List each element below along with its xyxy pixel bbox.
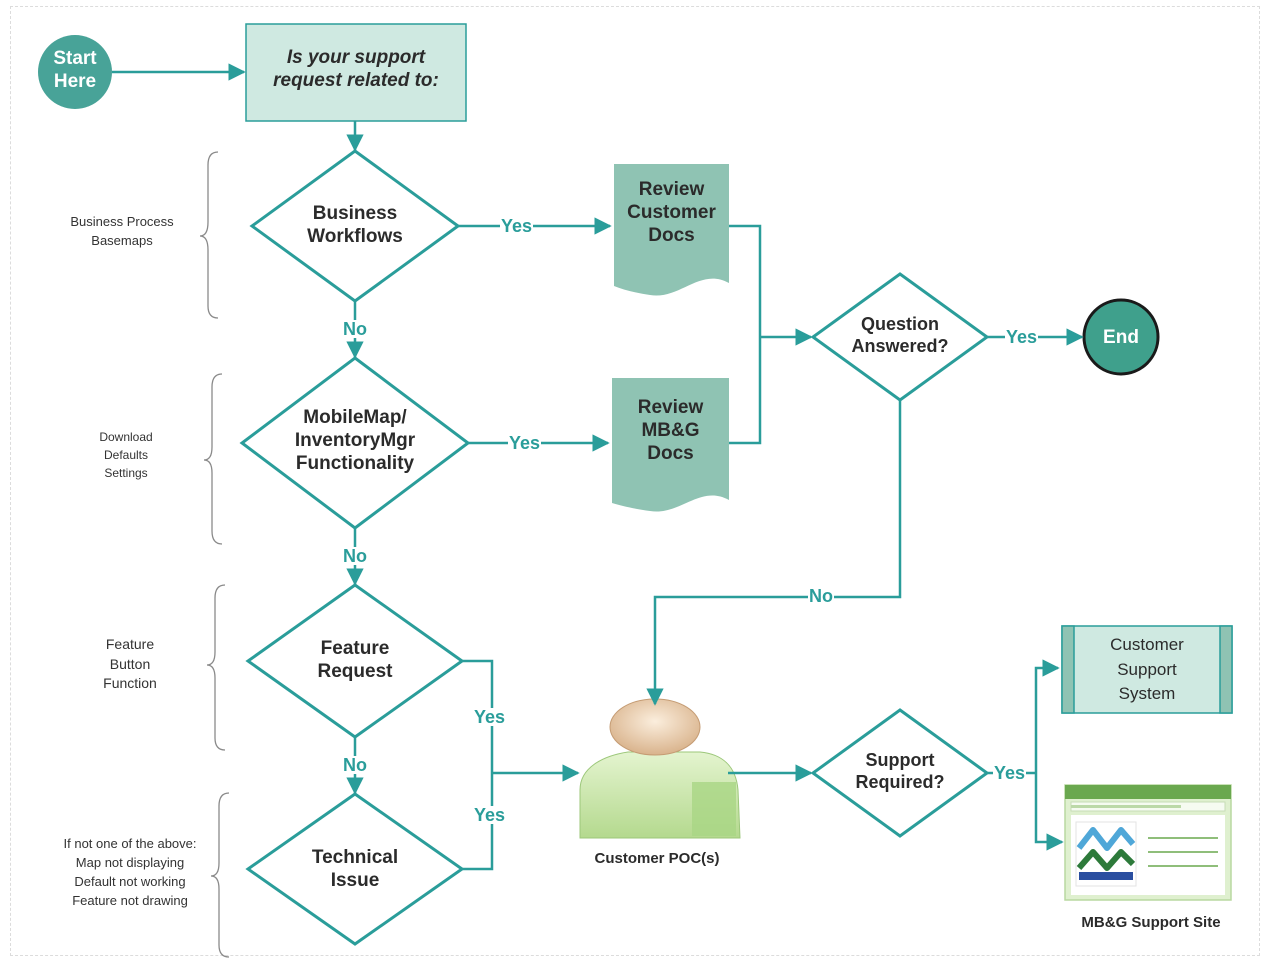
support-site-label: MB&G Support Site (1081, 914, 1221, 931)
review-mbg-docs-label: Review MB&G Docs (612, 396, 729, 466)
technical-issue-label: Technical Issue (285, 846, 425, 892)
decision-support-required (810, 708, 990, 838)
start-label: Start Here (38, 47, 112, 93)
mobile-line3: Functionality (295, 453, 415, 475)
side-business-line2: Basemaps (91, 232, 153, 248)
side-label-technical: If not one of the above: Map not display… (40, 835, 220, 910)
review-customer-docs-label: Review Customer Docs (614, 178, 729, 248)
mobilemap-label: MobileMap/ InventoryMgr Functionality (265, 406, 445, 476)
doc-review-mbg (612, 378, 729, 512)
edge-feature-technical-yes (462, 659, 494, 871)
edge-support-site (1034, 773, 1064, 851)
end-node (1082, 298, 1160, 376)
customer-poc-person-icon (579, 698, 741, 839)
side-label-business: Business Process Basemaps (52, 213, 192, 251)
doc-customer-line2: Customer (627, 202, 716, 224)
question-box (245, 23, 467, 122)
mobile-line2: InventoryMgr (294, 430, 416, 452)
start-label-line2: Here (53, 71, 97, 93)
edge-support-system (1034, 659, 1060, 773)
side-mobile-line1: Download (99, 430, 153, 444)
edge-label-answered-no: No (808, 586, 834, 606)
side-mobile-line3: Settings (104, 466, 148, 480)
edge-docs-merge (729, 224, 762, 445)
side-technical-line4: Feature not drawing (72, 892, 188, 908)
edge-label-feature-yes: Yes (473, 707, 507, 727)
edge-label-business-yes: Yes (500, 216, 534, 236)
customer-support-system-box (1061, 625, 1233, 714)
edge-label-mobile-yes: Yes (508, 433, 542, 453)
start-label-line1: Start (53, 48, 97, 69)
doc-mbg-line2: MB&G (641, 420, 700, 442)
brace-technical (210, 792, 230, 958)
side-label-feature: Feature Button Function (70, 635, 190, 694)
start-node (38, 35, 112, 109)
support-site-window-icon (1064, 784, 1232, 901)
customer-support-system-label: Customer Support System (1074, 633, 1220, 707)
edge-label-support-yes: Yes (993, 763, 1027, 783)
doc-customer-line3: Docs (648, 225, 695, 247)
support-required-label: Support Required? (830, 750, 970, 794)
doc-review-customer (614, 164, 729, 296)
customer-poc-label: Customer POC(s) (594, 850, 720, 867)
support-system-line1: Customer (1110, 635, 1184, 654)
side-technical-line1: If not one of the above: (63, 836, 197, 851)
doc-mbg-line3: Docs (647, 443, 694, 465)
question-line1: Is your support (286, 47, 426, 68)
question-line2: request related to: (273, 70, 439, 92)
side-technical-line2: Map not displaying (75, 854, 185, 870)
side-feature-line1: Feature (105, 636, 155, 652)
edge-label-business-no: No (342, 319, 368, 339)
support-system-line2: Support (1117, 659, 1177, 679)
side-mobile-line2: Defaults (103, 448, 149, 462)
business-workflows-label: Business Workflows (285, 202, 425, 248)
edge-label-mobile-no: No (342, 546, 368, 566)
side-technical-line3: Default not working (74, 873, 186, 889)
brace-feature (206, 584, 226, 751)
diagram-frame (10, 6, 1260, 956)
decision-technical-issue (245, 792, 465, 946)
edge-label-answered-yes: Yes (1005, 327, 1039, 347)
end-label: End (1103, 327, 1139, 348)
brace-mobile (203, 373, 223, 545)
question-text: Is your support request related to: (246, 46, 466, 92)
mobile-line1: MobileMap/ (303, 407, 407, 428)
edge-label-technical-yes: Yes (473, 805, 507, 825)
question-answered-label: Question Answered? (830, 314, 970, 358)
side-feature-line2: Button (109, 655, 151, 672)
technical-line2: Issue (330, 870, 380, 892)
feature-request-label: Feature Request (285, 637, 425, 683)
feature-line1: Feature (320, 638, 390, 659)
technical-line1: Technical (311, 847, 399, 868)
answered-line1: Question (860, 314, 939, 334)
side-business-line1: Business Process (70, 214, 174, 229)
business-line1: Business (312, 203, 398, 224)
support-line2: Required? (855, 771, 945, 792)
side-label-mobile: Download Defaults Settings (66, 428, 186, 482)
doc-mbg-line1: Review (637, 397, 704, 418)
answered-line2: Answered? (851, 335, 949, 356)
doc-customer-line1: Review (638, 179, 705, 200)
edge-answered-no (646, 400, 902, 706)
support-system-line3: System (1118, 684, 1176, 704)
business-line2: Workflows (307, 226, 403, 248)
support-line1: Support (865, 750, 935, 770)
edge-label-feature-no: No (342, 755, 368, 775)
side-feature-line3: Function (103, 675, 157, 692)
feature-line2: Request (317, 661, 393, 683)
brace-business (199, 151, 219, 319)
